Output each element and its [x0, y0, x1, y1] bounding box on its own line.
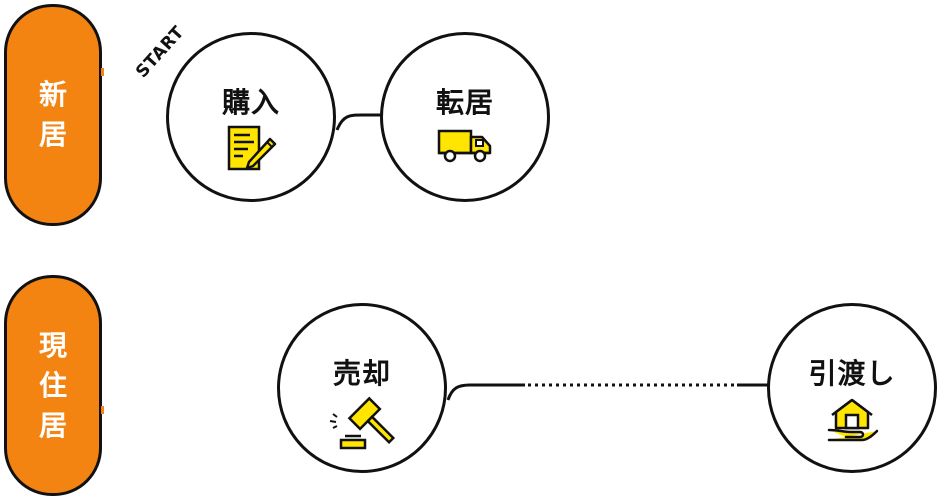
- step-sale: 売却: [277, 303, 447, 473]
- connector-purchase-move: [335, 113, 410, 131]
- row-label-current-home: 現 住 居: [4, 275, 102, 496]
- step-label: 引渡し: [808, 357, 896, 390]
- row-label-char: 居: [38, 408, 67, 442]
- row-label-char: 新: [38, 78, 67, 111]
- step-purchase: 購入: [166, 32, 336, 202]
- row-label-char: 住: [38, 368, 67, 402]
- step-move: 転居: [380, 32, 550, 202]
- house-hand-icon: [824, 396, 880, 448]
- document-pen-icon: [223, 125, 279, 177]
- step-label: 転居: [435, 86, 494, 119]
- step-label: 購入: [221, 86, 280, 119]
- row-label-new-home: 新 居: [4, 4, 102, 226]
- row-label-char: 現: [38, 328, 67, 362]
- row-tick: [101, 68, 104, 76]
- row-label-char: 居: [38, 118, 67, 151]
- gavel-icon: [327, 396, 397, 456]
- step-label: 売却: [332, 357, 391, 390]
- step-handover: 引渡し: [767, 303, 937, 473]
- truck-icon: [436, 125, 494, 169]
- connector-sale-handover-solid: [446, 383, 525, 401]
- row-tick: [101, 406, 104, 414]
